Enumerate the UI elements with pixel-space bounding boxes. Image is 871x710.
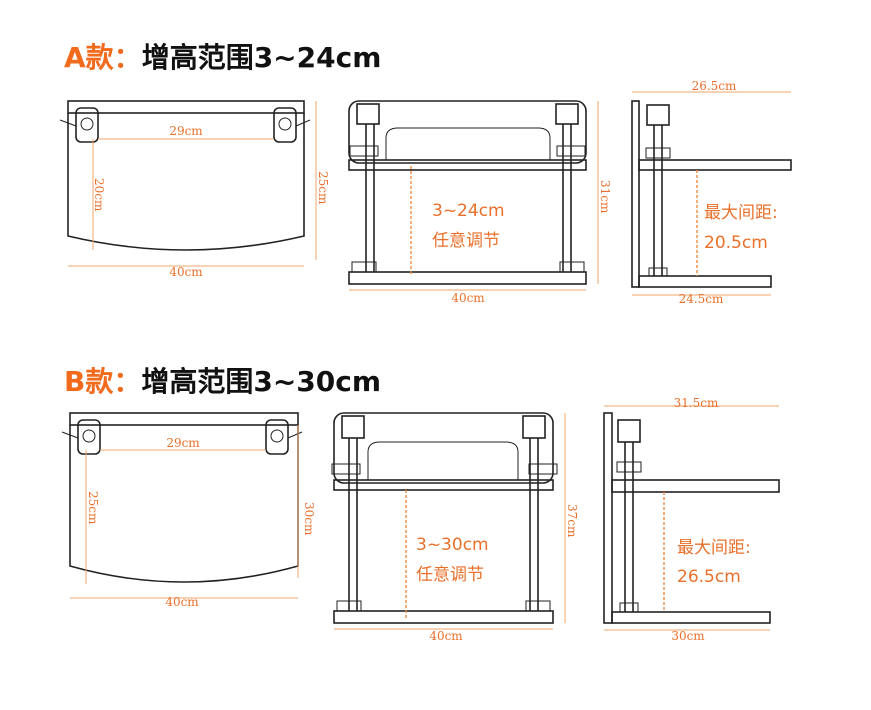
model-a-top-width: 40cm xyxy=(169,265,203,279)
model-b-gap-value: 26.5cm xyxy=(677,567,741,587)
model-b-top-width: 40cm xyxy=(165,595,199,609)
model-a-gap-label: 最大间距: xyxy=(704,203,778,223)
model-a-side-base-depth: 24.5cm xyxy=(679,292,724,306)
model-b-side-top-depth: 31.5cm xyxy=(674,396,719,410)
caster-left-icon xyxy=(61,419,101,455)
model-a-gap-value: 20.5cm xyxy=(704,233,768,253)
model-a-adjust-note: 任意调节 xyxy=(432,231,500,251)
model-b-top-inner-width: 29cm xyxy=(166,436,200,450)
model-b-adjust-range: 3~30cm xyxy=(416,535,489,555)
model-a-front-height: 31cm xyxy=(598,180,612,214)
model-a-colon: ： xyxy=(113,41,142,74)
model-b-gap-label: 最大间距: xyxy=(677,538,751,558)
model-a-adjust-range: 3~24cm xyxy=(432,201,505,221)
model-b-side-view: 31.5cm 最大间距: 26.5cm 30cm xyxy=(603,396,780,643)
model-b-top-view: 29cm 25cm 30cm 40cm xyxy=(61,412,316,609)
model-b-side-base-depth: 30cm xyxy=(671,629,705,643)
model-b-heading: B款：增高范围3~30cm xyxy=(64,360,381,400)
model-b-front-height: 37cm xyxy=(565,504,579,538)
model-a-label: A款 xyxy=(64,41,114,74)
model-b-top-side-depth: 30cm xyxy=(302,502,316,536)
model-b-adjust-note: 任意调节 xyxy=(416,565,484,585)
model-a-top-side-depth: 25cm xyxy=(316,171,330,205)
model-a-top-view: 29cm 20cm 25cm 40cm xyxy=(59,100,330,279)
caster-left-icon xyxy=(59,107,99,143)
model-a-front-view: 3~24cm 任意调节 31cm 40cm xyxy=(348,100,612,305)
model-a-front-width: 40cm xyxy=(451,291,485,305)
model-a-side-view: 26.5cm 最大间距: 20.5cm 24.5cm xyxy=(631,79,792,306)
model-b-range: 增高范围3~30cm xyxy=(141,365,382,398)
model-a-top-inner-width: 29cm xyxy=(169,124,203,138)
model-a-side-top-depth: 26.5cm xyxy=(692,79,737,93)
model-b-top-depth: 25cm xyxy=(86,491,100,525)
model-a-top-depth: 20cm xyxy=(92,178,106,212)
caster-right-icon xyxy=(265,419,303,455)
model-b-front-view: 3~30cm 任意调节 37cm 40cm xyxy=(331,412,579,643)
model-b-label: B款 xyxy=(64,365,114,398)
caster-right-icon xyxy=(273,107,311,143)
model-b-front-width: 40cm xyxy=(429,629,463,643)
model-a-heading: A款：增高范围3~24cm xyxy=(64,36,381,76)
model-a-range: 增高范围3~24cm xyxy=(141,41,382,74)
model-b-colon: ： xyxy=(113,365,142,398)
